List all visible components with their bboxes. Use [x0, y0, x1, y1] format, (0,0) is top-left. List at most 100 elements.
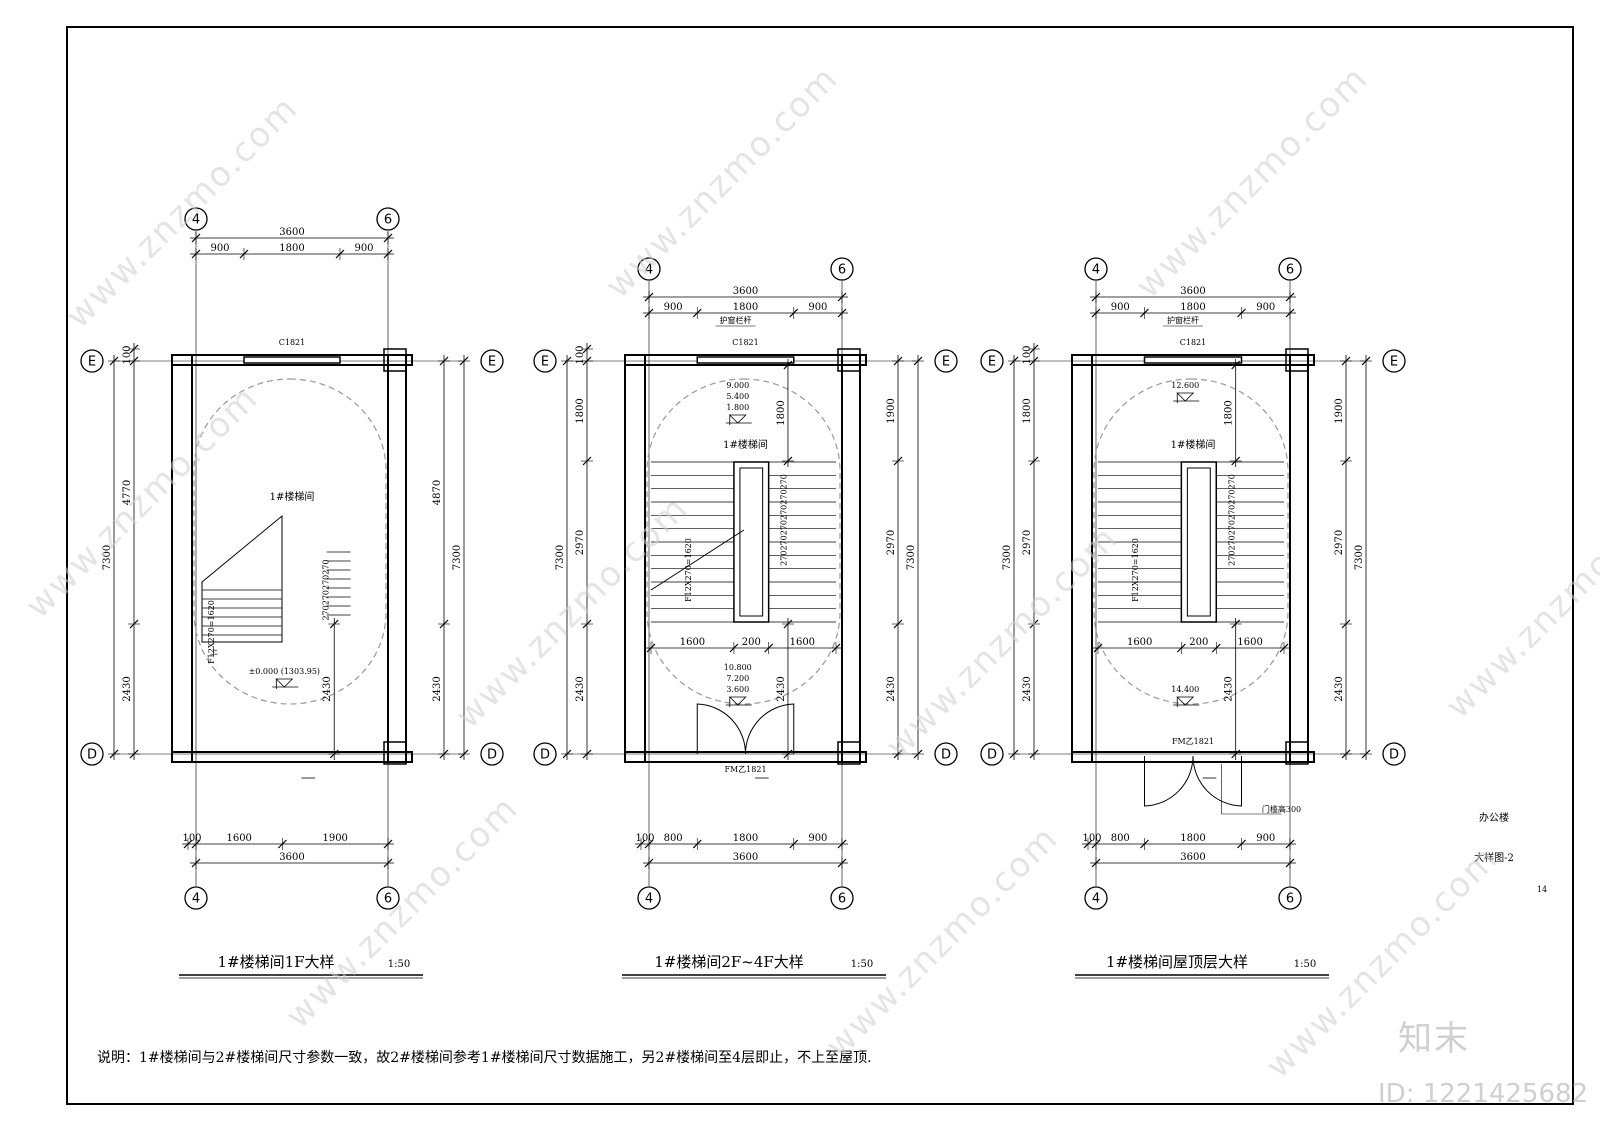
column-ne [1285, 348, 1309, 372]
plan-scale: 1:50 [851, 959, 873, 970]
axis-label: E [988, 355, 996, 370]
dim-text: 2430 [575, 676, 586, 701]
axis-circle [480, 349, 504, 373]
dim-text: 7300 [1002, 545, 1013, 570]
top-total-dimension: 3600 [643, 286, 848, 303]
axis-label: 6 [838, 892, 846, 907]
handrail [739, 467, 764, 617]
dim-text: 1800 [1180, 833, 1205, 844]
inner-dimension-bottom: 2430 [1224, 618, 1242, 760]
axis-label: 4 [645, 263, 653, 278]
dim-text: 1600 [680, 637, 705, 648]
dim-text: 2970 [886, 530, 897, 555]
wall-south [171, 751, 413, 763]
axis-circle [376, 207, 400, 231]
axis-label: E [88, 355, 96, 370]
dim-text: 900 [1256, 302, 1275, 313]
axis-circle [1382, 349, 1406, 373]
plan-title: 1#楼梯间1F大样 [217, 953, 334, 971]
axis-label: E [942, 355, 950, 370]
guardrail-tag: 护窗栏杆 [720, 315, 752, 325]
dim-text: 4770 [122, 480, 133, 505]
level-triangle [1176, 392, 1195, 402]
dim-text: 7300 [1354, 545, 1365, 570]
plan-title: 1#楼梯间2F~4F大样 [654, 953, 804, 971]
dim-text: 900 [1256, 833, 1275, 844]
dim-text: 1800 [1022, 398, 1033, 423]
compartment-outline [646, 378, 841, 705]
compartment-outline [193, 378, 387, 705]
axis-bubble-6: 6 [1278, 886, 1302, 910]
axis-bubble-E: E [80, 349, 104, 373]
dim-text: 1600 [226, 833, 251, 844]
floor-level: ±0.000 (1303.95) [249, 667, 320, 689]
watermark-text: www.znzmo.com [448, 488, 696, 736]
dim-text: 2970 [575, 530, 586, 555]
dim-text: 900 [808, 302, 827, 313]
inner-dimension-top: 1800 [776, 359, 794, 467]
axis-bubble-D: D [980, 742, 1004, 766]
watermark-brand: 知末 [1398, 1019, 1470, 1059]
dim-text: 1900 [322, 833, 347, 844]
axis-bubble-E: E [934, 349, 958, 373]
axis-label: 4 [192, 892, 200, 907]
dim-text: 2970 [1022, 530, 1033, 555]
level-value: 1.800 [726, 403, 749, 412]
stair-dims: 270270270270 [322, 559, 331, 620]
inner-dimension-bottom: 2430 [776, 618, 794, 760]
bottom-total-dimension: 3600 [190, 852, 394, 869]
up-label: 上 [210, 647, 218, 656]
axis-circle [184, 207, 208, 231]
axis-label: 6 [384, 213, 392, 228]
stair-well [733, 461, 770, 623]
door-tag: FM乙1821 [1172, 737, 1214, 746]
door-leaf-right [1192, 755, 1242, 807]
level-triangle [728, 414, 747, 424]
stair-well [1180, 461, 1218, 623]
window-opening [243, 356, 341, 364]
axis-circle [637, 886, 661, 910]
dim-text: 100 [122, 345, 133, 364]
sheet-border [66, 26, 1574, 1105]
axis-label: 4 [1092, 263, 1100, 278]
axis-circle [830, 886, 854, 910]
left-total-dimension: 7300 [102, 355, 120, 760]
dim-text: 1600 [790, 637, 815, 648]
level-value: 7.200 [726, 674, 749, 683]
right-total-dimension: 7300 [1354, 355, 1372, 760]
column-se [1285, 741, 1309, 765]
plan-title-2: 1#楼梯间2F~4F大样 1:50 [622, 953, 886, 979]
axis-circle [533, 349, 557, 373]
inner-dimension: 2430 [322, 618, 341, 760]
upper-landing-level: 12.600 [1171, 381, 1200, 403]
axis-label: D [1389, 748, 1399, 763]
stair-note: F12X270=1620 [207, 600, 216, 664]
wall-west [624, 354, 646, 763]
dim-text: 200 [1189, 637, 1208, 648]
dim-text: 7300 [452, 545, 463, 570]
axis-circle [533, 742, 557, 766]
axis-circle [80, 742, 104, 766]
compartment-outline [1093, 378, 1289, 705]
watermark-text: www.znzmo.com [18, 378, 266, 626]
watermark-text: www.znzmo.com [278, 788, 526, 1036]
axis-circle [80, 349, 104, 373]
wall-east [841, 354, 861, 763]
column-ne [837, 348, 861, 372]
axis-circle [1382, 742, 1406, 766]
lower-landing-level: 14.400 [1171, 685, 1200, 707]
dim-text: 2430 [432, 676, 443, 701]
door-leaf-left [696, 703, 746, 755]
axis-circle [1278, 886, 1302, 910]
